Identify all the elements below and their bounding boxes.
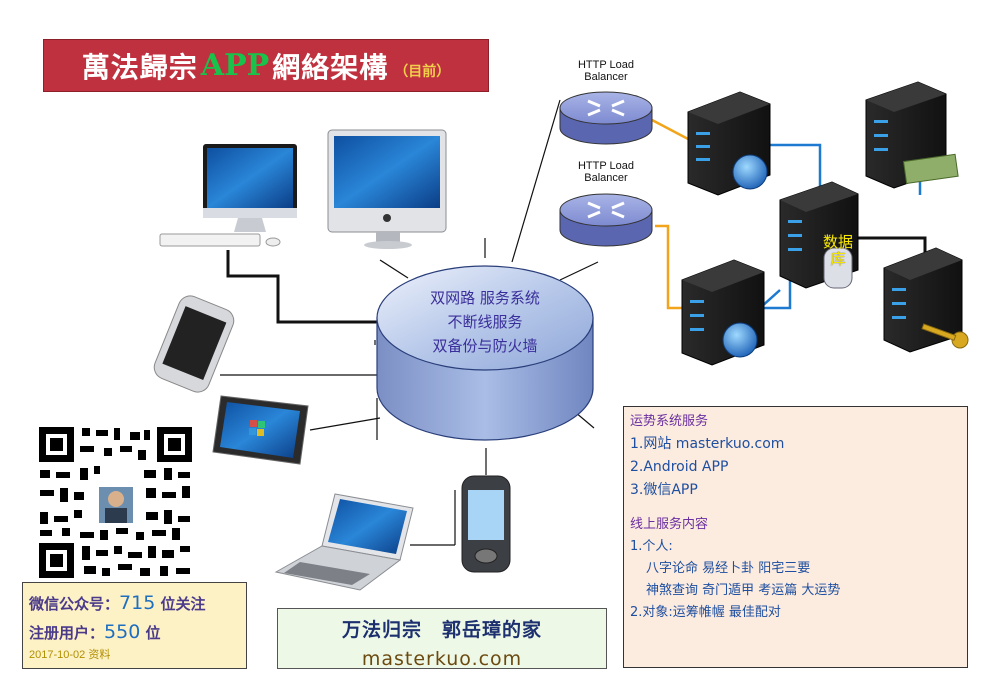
brand-name: 万法归宗 郭岳璋的家 [341,619,542,641]
wechat-label: 微信公众号： [29,595,120,613]
center-node-text: 双网路 服务系统 不断线服务 双备份与防火墙 [405,286,565,358]
tablet-icon [212,395,309,465]
server-icon [883,247,969,353]
server-icon [681,259,765,366]
stats-panel: 微信公众号：715 位关注 注册用户：550 位 2017-10-02 资料 [22,582,247,669]
center-line-2: 不断线服务 [447,313,523,331]
brand-panel: 万法归宗 郭岳璋的家 masterkuo.com [277,608,607,670]
services-heading: 运势系统服务 [630,414,709,429]
desktop-monitor-icon [159,144,297,247]
load-balancer-label-1: HTTP Load Balancer [577,59,635,83]
title-part-note: （目前） [394,63,451,80]
router-icon [559,193,653,247]
personal-services-line: 神煞查询 奇门遁甲 考运篇 大运势 [646,583,841,598]
services-panel: 运势系统服务 1.网站 masterkuo.com 2.Android APP … [623,406,968,668]
service-item: 3.微信APP [630,482,698,498]
orange-links [651,118,691,310]
server-icon [865,81,959,189]
registered-users-row: 注册用户：550 位 [29,618,240,647]
title-part-app: APP [200,48,270,83]
brand-url: masterkuo.com [361,648,523,670]
server-icon [779,181,859,289]
database-label: 数据库 [822,233,853,268]
wechat-count: 715 [119,592,156,614]
smartphone-icon [153,295,235,393]
wechat-followers-row: 微信公众号：715 位关注 [29,589,240,618]
registered-suffix: 位 [140,624,161,642]
service-item: 2.Android APP [630,459,729,475]
center-line-3: 双备份与防火墙 [432,337,538,355]
wechat-suffix: 位关注 [155,595,206,613]
load-balancer-label-2: HTTP Load Balancer [577,160,635,184]
qr-code-icon [37,425,194,580]
registered-label: 注册用户： [29,624,105,642]
center-line-1: 双网路 服务系统 [430,289,540,307]
server-icon [687,91,771,196]
online-services-heading: 线上服务内容 [630,517,709,532]
title-part-1: 萬法歸宗 [81,50,198,84]
router-icon [559,91,653,145]
service-item: 1.网站 masterkuo.com [630,436,785,452]
imac-icon [327,129,447,249]
title-banner: 萬法歸宗 APP 網絡架構 （目前） [43,39,489,92]
title-part-3: 網絡架構 [272,50,389,84]
mobile-phone-icon [461,475,511,573]
central-disk [376,265,594,441]
laptop-icon [274,493,414,591]
desktop-link [226,250,378,324]
data-date-note: 2017-10-02 资料 [29,649,111,661]
registered-count: 550 [104,621,141,643]
matching-services: 2.对象:运筹帷幄 最佳配对 [630,605,781,620]
personal-services-line: 八字论命 易经卜卦 阳宅三要 [646,561,811,576]
personal-services-heading: 1.个人: [630,539,673,554]
